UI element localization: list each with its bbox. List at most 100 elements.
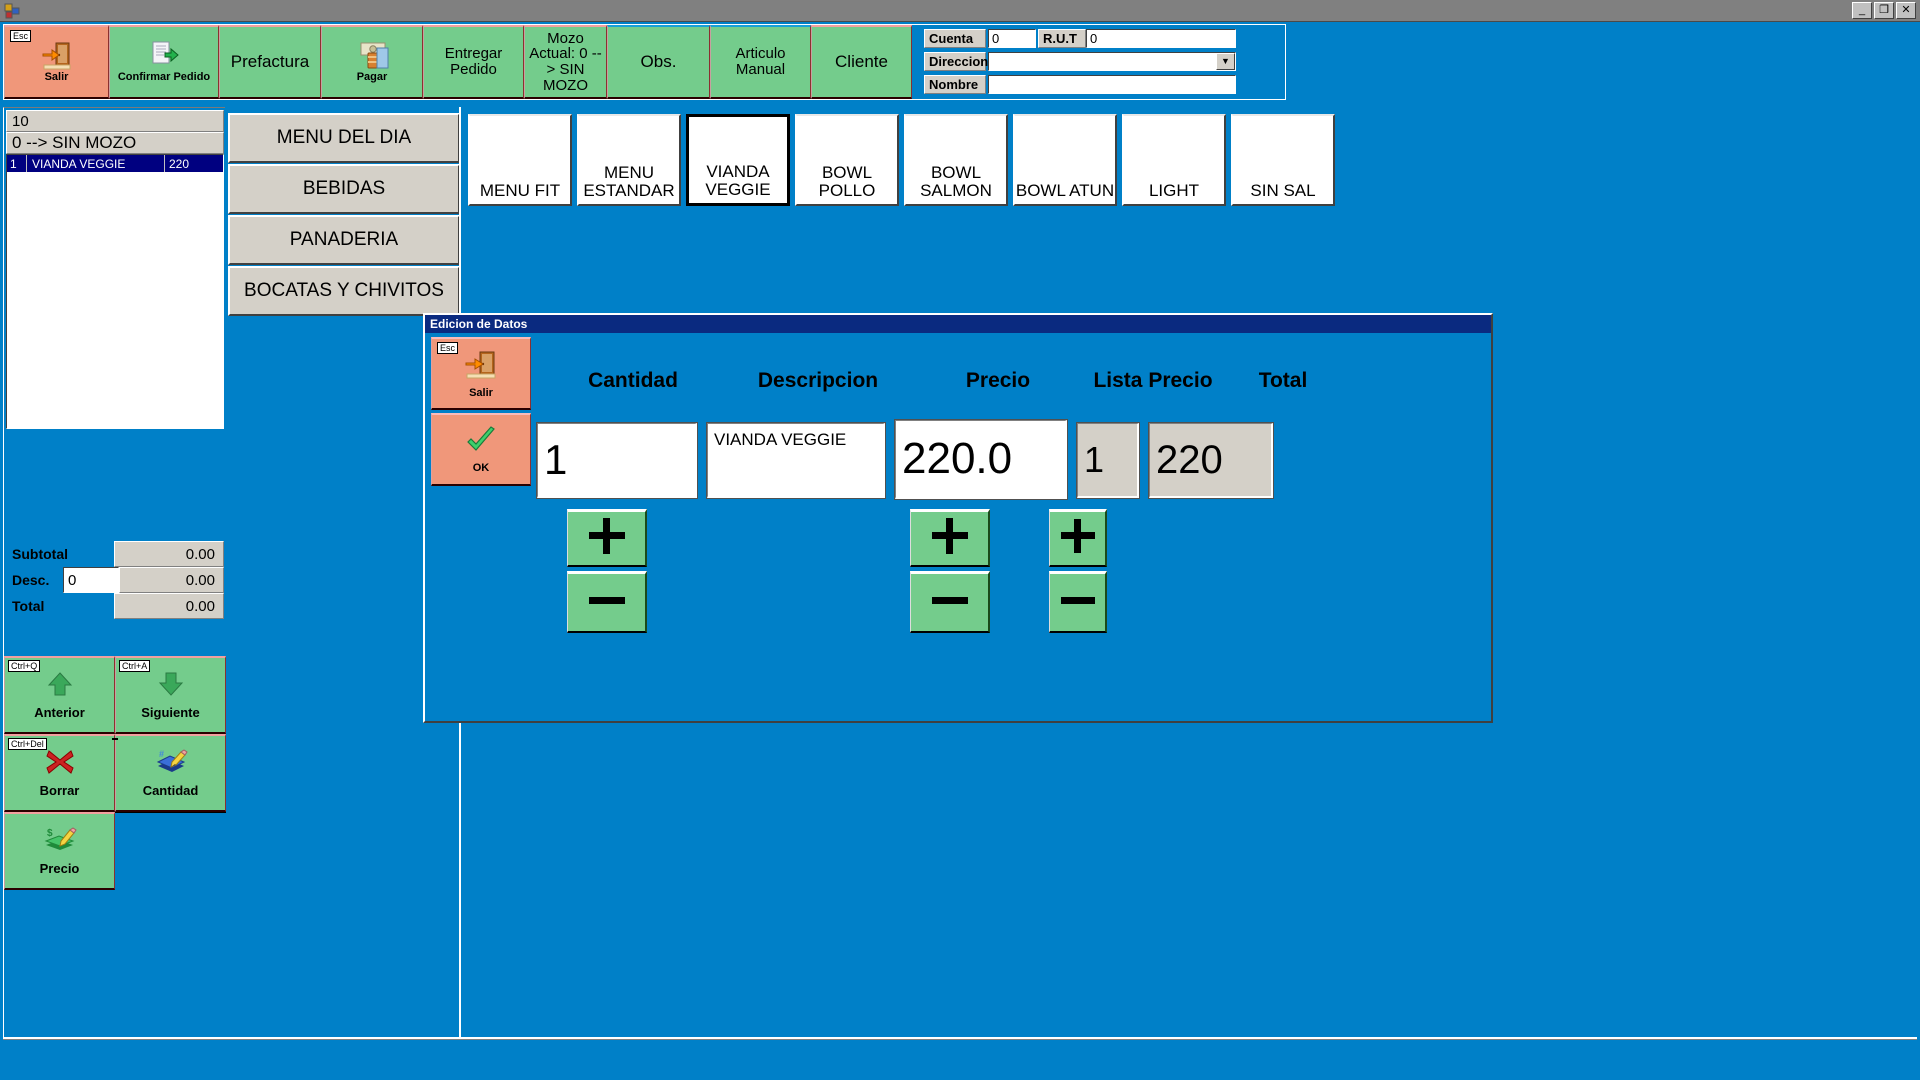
- anterior-button[interactable]: Ctrl+Q Anterior: [4, 656, 115, 734]
- svg-text:#: #: [159, 749, 164, 759]
- category-bebidas[interactable]: BEBIDAS: [228, 164, 460, 214]
- mozo-actual-label: Mozo Actual: 0 --> SIN MOZO: [529, 29, 602, 94]
- obs-button[interactable]: Obs.: [607, 25, 710, 99]
- header-cantidad: Cantidad: [588, 369, 678, 392]
- product-menu-estandar[interactable]: MENU ESTANDAR: [577, 114, 681, 206]
- window-controls: _ ❐ ✕: [1852, 2, 1916, 19]
- dialog-salir-button[interactable]: Esc Salir: [431, 337, 531, 410]
- money-icon: [355, 40, 389, 70]
- siguiente-button[interactable]: Ctrl+A Siguiente: [115, 656, 226, 734]
- restore-button[interactable]: ❐: [1874, 2, 1894, 19]
- borrar-shortcut-badge: Ctrl+Del: [8, 738, 47, 750]
- category-bocatas-y-chivitos[interactable]: BOCATAS Y CHIVITOS: [228, 266, 460, 316]
- direccion-combo[interactable]: ▼: [988, 51, 1236, 71]
- nav-row-1: Ctrl+Q Anterior Ctrl+A Siguiente: [4, 656, 226, 734]
- product-bowl-atun[interactable]: BOWL ATUN: [1013, 114, 1117, 206]
- exit-door-icon: [40, 40, 74, 70]
- cantidad-input[interactable]: 1: [536, 422, 698, 499]
- header-lista-precio: Lista Precio: [1093, 369, 1213, 392]
- dialog-salir-label: Salir: [469, 387, 493, 399]
- cliente-button[interactable]: Cliente: [811, 25, 912, 99]
- articulo-manual-label: Articulo Manual: [735, 45, 786, 78]
- category-menu-del-dia[interactable]: MENU DEL DIA: [228, 113, 460, 163]
- direccion-row: Direccion ▼: [924, 51, 1236, 71]
- product-menu-fit[interactable]: MENU FIT: [468, 114, 572, 206]
- descripcion-input[interactable]: VIANDA VEGGIE: [706, 422, 886, 499]
- total-value: 220: [1148, 422, 1274, 499]
- minus-icon: [1058, 593, 1098, 612]
- plus-icon: [928, 514, 972, 563]
- header-precio: Precio: [965, 369, 1031, 392]
- confirmar-pedido-button[interactable]: Confirmar Pedido: [109, 25, 219, 99]
- totals-section: Subtotal 0.00 Desc. 0 0.00 Total 0.00: [6, 541, 224, 619]
- row-price: 220: [169, 156, 190, 171]
- borrar-label: Borrar: [39, 783, 80, 798]
- desc-value: 0.00: [119, 567, 224, 593]
- anterior-label: Anterior: [34, 705, 85, 720]
- desc-input[interactable]: 0: [63, 567, 119, 593]
- order-panel: 1 0 0 --> SIN MOZO 1 VIANDA VEGGIE 220 Su…: [3, 107, 226, 1037]
- cuenta-input[interactable]: 0: [988, 28, 1036, 48]
- precio-label: Precio: [39, 861, 80, 876]
- edit-price-icon: $: [43, 826, 77, 857]
- dialog-side-buttons: Esc Salir OK: [431, 337, 531, 486]
- borrar-button[interactable]: Ctrl+Del Borrar: [4, 734, 115, 812]
- cantidad-plus-button[interactable]: [567, 509, 647, 567]
- window-bottom-frame: [3, 1037, 1917, 1040]
- product-bowl-pollo[interactable]: BOWL POLLO: [795, 114, 899, 206]
- precio-plus-button[interactable]: [910, 509, 990, 567]
- chevron-down-icon[interactable]: ▼: [1216, 52, 1235, 70]
- salir-label: Salir: [44, 71, 69, 84]
- order-action-buttons: Ctrl+Q Anterior Ctrl+A Siguiente Ctrl+De: [4, 656, 226, 890]
- row-quantity: 1: [7, 155, 27, 172]
- order-items-grid[interactable]: 1 VIANDA VEGGIE 220: [6, 154, 224, 429]
- header-total: Total: [1258, 369, 1308, 392]
- close-button[interactable]: ✕: [1896, 2, 1916, 19]
- edit-quantity-icon: #: [154, 748, 188, 779]
- plus-icon: [1058, 516, 1098, 561]
- mozo-actual-button[interactable]: Mozo Actual: 0 --> SIN MOZO: [524, 25, 607, 99]
- prefactura-label: Prefactura: [230, 52, 310, 72]
- rut-input[interactable]: 0: [1086, 28, 1236, 48]
- cantidad-shortcut-badge: [112, 738, 118, 740]
- anterior-shortcut-badge: Ctrl+Q: [8, 660, 41, 672]
- dialog-ok-button[interactable]: OK: [431, 413, 531, 486]
- product-vianda-veggie[interactable]: VIANDA VEGGIE: [686, 114, 790, 206]
- cliente-label: Cliente: [835, 52, 888, 72]
- product-button-grid: MENU FIT MENU ESTANDAR VIANDA VEGGIE BOW…: [468, 114, 1335, 206]
- obs-label: Obs.: [640, 52, 677, 72]
- table-row[interactable]: 1 VIANDA VEGGIE 220: [7, 155, 223, 172]
- entregar-pedido-label: Entregar Pedido: [444, 45, 503, 78]
- category-panaderia[interactable]: PANADERIA: [228, 215, 460, 265]
- product-light[interactable]: LIGHT: [1122, 114, 1226, 206]
- nombre-input[interactable]: [988, 74, 1236, 94]
- header-descripcion: Descripcion: [757, 369, 879, 392]
- total-value: 0.00: [114, 593, 224, 619]
- red-x-icon: [45, 748, 75, 779]
- nav-empty-slot: [115, 812, 226, 890]
- product-bowl-salmon[interactable]: BOWL SALMON: [904, 114, 1008, 206]
- total-label: Total: [6, 593, 114, 619]
- total-row: Total 0.00: [6, 593, 224, 619]
- confirmar-pedido-label: Confirmar Pedido: [117, 71, 211, 84]
- cantidad-button[interactable]: # Cantidad: [112, 734, 226, 812]
- precio-input[interactable]: 220.0: [894, 419, 1068, 500]
- pagar-label: Pagar: [356, 71, 388, 84]
- precio-minus-button[interactable]: [910, 571, 990, 633]
- articulo-manual-button[interactable]: Articulo Manual: [710, 25, 811, 99]
- precio-button[interactable]: $ Precio: [4, 812, 115, 890]
- lista-precio-plus-button[interactable]: [1049, 509, 1107, 567]
- cantidad-minus-button[interactable]: [567, 571, 647, 633]
- product-sin-sal[interactable]: SIN SAL: [1231, 114, 1335, 206]
- lista-precio-minus-button[interactable]: [1049, 571, 1107, 633]
- pagar-button[interactable]: Pagar: [321, 25, 423, 99]
- entregar-pedido-button[interactable]: Entregar Pedido: [423, 25, 524, 99]
- plus-icon: [585, 514, 629, 563]
- waiter-header: 0 --> SIN MOZO: [6, 132, 224, 154]
- minus-icon: [585, 593, 629, 612]
- prefactura-button[interactable]: Prefactura: [219, 25, 321, 99]
- minimize-button[interactable]: _: [1852, 2, 1872, 19]
- nombre-row: Nombre: [924, 74, 1236, 94]
- salir-button[interactable]: Esc Salir: [4, 25, 109, 99]
